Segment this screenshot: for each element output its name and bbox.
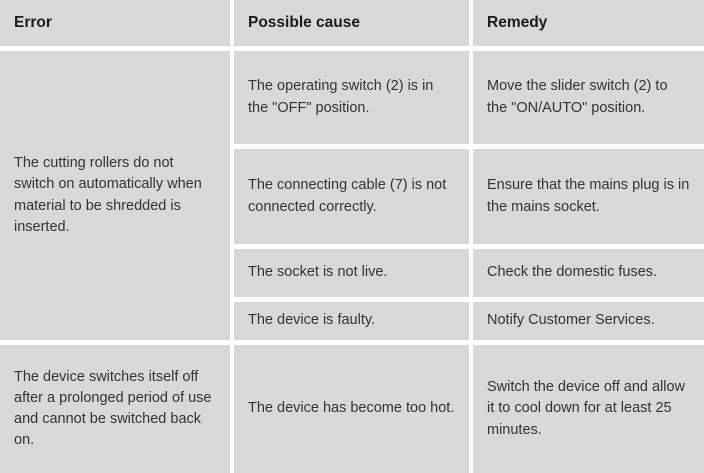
cause-text: The connecting cable (7) is not connecte… — [248, 177, 447, 215]
column-header-possible-cause: Possible cause — [234, 0, 469, 46]
cause-cell: The socket is not live. — [234, 249, 469, 297]
cause-text: The operating switch (2) is in the "OFF"… — [248, 78, 434, 116]
cause-remedy-group: The operating switch (2) is in the "OFF"… — [234, 51, 704, 340]
cause-cell: The operating switch (2) is in the "OFF"… — [234, 51, 469, 144]
remedy-cell: Notify Customer Services. — [473, 302, 704, 340]
cause-remedy-group: The device has become too hot. Switch th… — [234, 345, 704, 473]
table-header-row: Error Possible cause Remedy — [0, 0, 704, 46]
column-header-remedy: Remedy — [473, 0, 704, 46]
cause-cell: The device has become too hot. — [234, 345, 469, 473]
remedy-text: Switch the device off and allow it to co… — [487, 379, 686, 438]
remedy-text: Check the domestic fuses. — [487, 264, 658, 281]
cause-cell: The device is faulty. — [234, 302, 469, 340]
column-header-possible-cause-label: Possible cause — [248, 14, 361, 31]
remedy-cell: Check the domestic fuses. — [473, 249, 704, 297]
remedy-text: Ensure that the mains plug is in the mai… — [487, 177, 690, 215]
error-text: The device switches itself off after a p… — [14, 368, 212, 449]
cause-cell: The connecting cable (7) is not connecte… — [234, 149, 469, 244]
column-header-remedy-label: Remedy — [487, 14, 548, 31]
error-cell: The device switches itself off after a p… — [0, 345, 230, 473]
cause-remedy-pair: The device has become too hot. Switch th… — [234, 345, 704, 473]
column-header-error: Error — [0, 0, 230, 46]
remedy-text: Move the slider switch (2) to the "ON/AU… — [487, 78, 668, 116]
error-cell: The cutting rollers do not switch on aut… — [0, 51, 230, 340]
remedy-cell: Ensure that the mains plug is in the mai… — [473, 149, 704, 244]
error-text: The cutting rollers do not switch on aut… — [14, 155, 202, 235]
remedy-cell: Move the slider switch (2) to the "ON/AU… — [473, 51, 704, 144]
column-header-error-label: Error — [14, 14, 52, 31]
cause-text: The device has become too hot. — [248, 400, 455, 417]
remedy-cell: Switch the device off and allow it to co… — [473, 345, 704, 473]
cause-remedy-pair: The connecting cable (7) is not connecte… — [234, 149, 704, 244]
table-row: The device switches itself off after a p… — [0, 345, 704, 473]
cause-remedy-pair: The device is faulty. Notify Customer Se… — [234, 302, 704, 340]
cause-remedy-pair: The socket is not live. Check the domest… — [234, 249, 704, 297]
cause-text: The device is faulty. — [248, 312, 376, 329]
remedy-text: Notify Customer Services. — [487, 312, 655, 329]
table-row: The cutting rollers do not switch on aut… — [0, 51, 704, 340]
cause-text: The socket is not live. — [248, 264, 388, 281]
cause-remedy-pair: The operating switch (2) is in the "OFF"… — [234, 51, 704, 144]
